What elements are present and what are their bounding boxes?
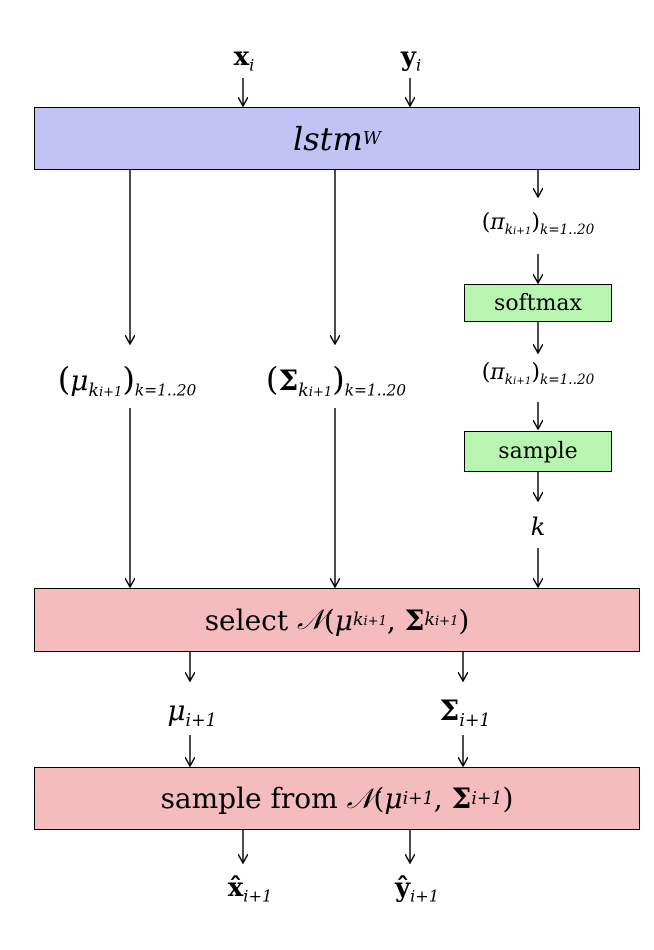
softmax-box: softmax [464,284,612,322]
sigma-next-label: Σi+1 [439,694,491,732]
input-y-label: yi [400,42,422,75]
sigma-components-label: (Σki+1)k=1..20 [265,360,407,402]
mu-components-label: (μki+1)k=1..20 [57,360,197,402]
k-label: k [530,513,546,541]
output-y-label: ŷi+1 [394,873,440,906]
pi-logits-label: (πki+1)k=1..20 [481,210,595,238]
mu-next-label: μi+1 [167,694,217,732]
input-x-label: xi [233,42,255,75]
sample-op-box: sample [464,431,612,472]
output-x-label: x̂i+1 [227,873,273,906]
pi-probs-label: (πki+1)k=1..20 [481,360,595,388]
